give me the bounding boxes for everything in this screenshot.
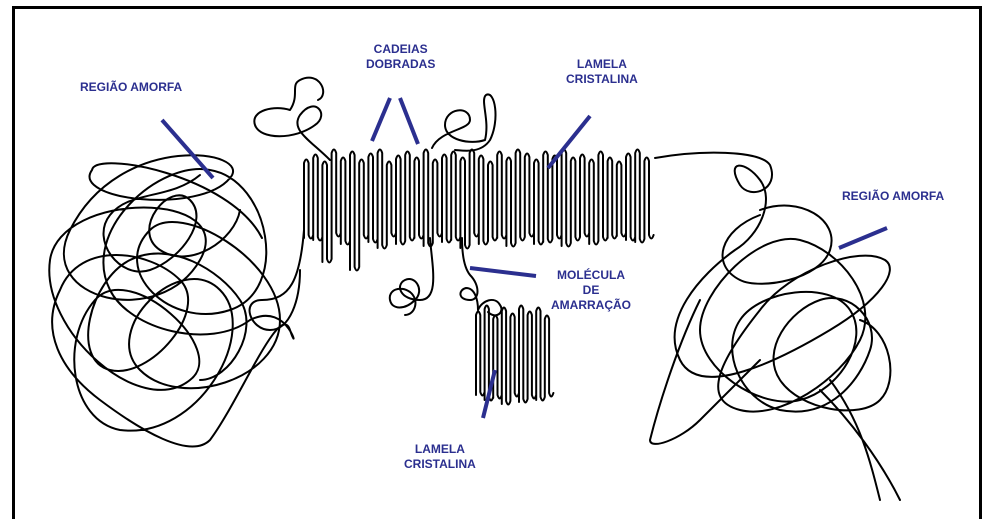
pointer-folded-chains-a xyxy=(372,98,390,141)
tie-molecule xyxy=(460,238,478,310)
label-crystalline-lamella-top: LAMELA CRISTALINA xyxy=(566,57,638,87)
crystalline-lamella-main xyxy=(304,150,654,271)
tie-molecule-loop xyxy=(478,300,501,315)
label-folded-chains: CADEIAS DOBRADAS xyxy=(366,42,435,72)
pointer-amorphous-right xyxy=(839,228,887,248)
crystalline-lamella-lower xyxy=(476,306,553,405)
chain-loop-flower xyxy=(390,238,433,315)
amorphous-chain-right-extra xyxy=(650,206,900,500)
label-amorphous-region-left: REGIÃO AMORFA xyxy=(80,80,182,95)
label-amorphous-region-right: REGIÃO AMORFA xyxy=(842,189,944,204)
chain-loop-topleft xyxy=(254,78,330,160)
label-tie-molecule: MOLÉCULA DE AMARRAÇÃO xyxy=(551,268,631,313)
chain-loop-topmid xyxy=(432,94,496,150)
pointer-tie-molecule xyxy=(470,268,536,276)
label-crystalline-lamella-bottom: LAMELA CRISTALINA xyxy=(404,442,476,472)
chain-loop-left-connector xyxy=(250,230,304,330)
amorphous-chain-left-inner xyxy=(104,175,240,272)
pointer-folded-chains-b xyxy=(400,98,418,144)
